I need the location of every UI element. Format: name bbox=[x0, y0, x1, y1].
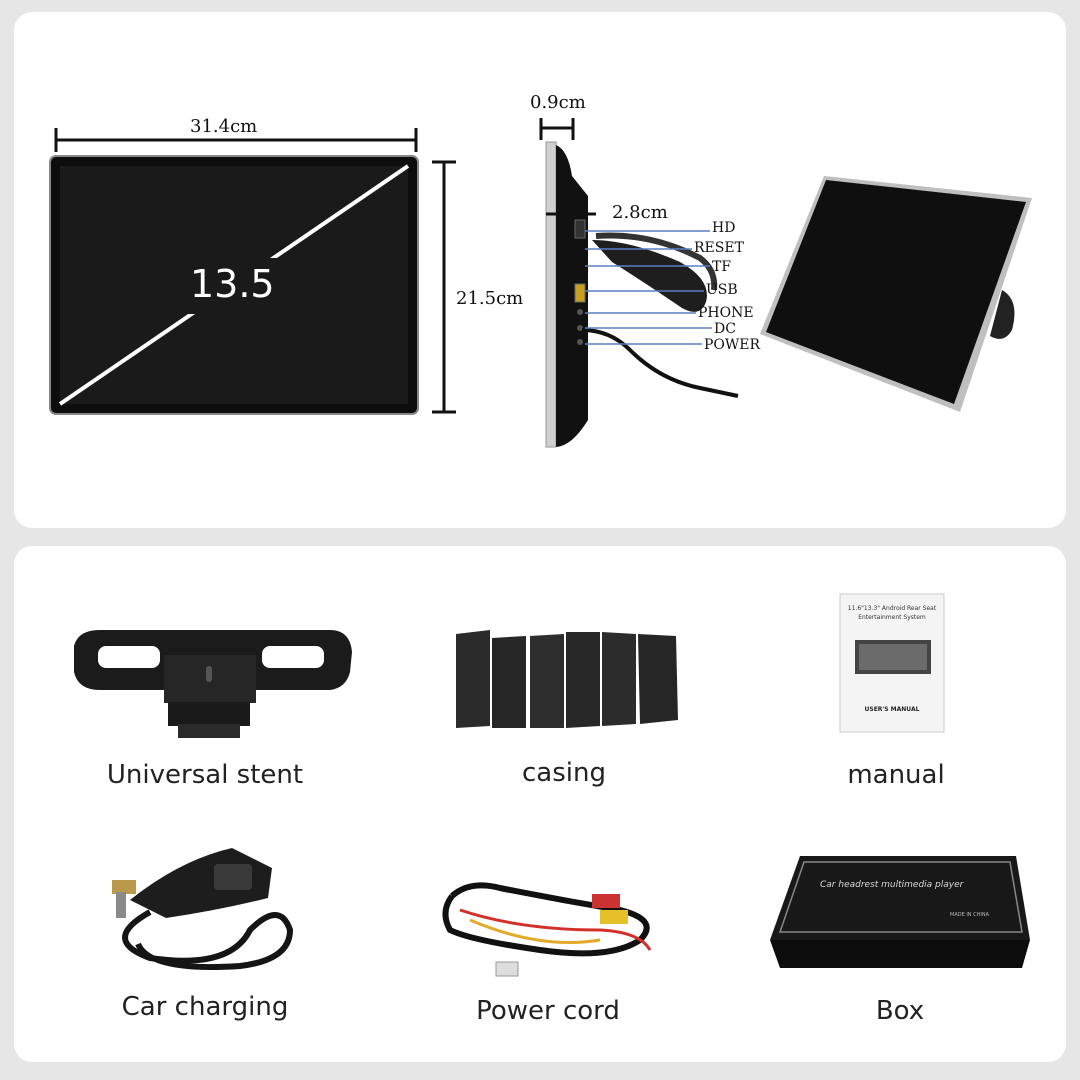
casing-image bbox=[456, 630, 678, 728]
port-label-hd: HD bbox=[712, 220, 736, 236]
caption-power-cord: Power cord bbox=[476, 996, 620, 1026]
port-label-power: POWER bbox=[704, 337, 761, 353]
box-print-origin: MADE IN CHINA bbox=[950, 912, 990, 918]
screen-size-label: 13.5 bbox=[190, 262, 275, 306]
box-print-title: Car headrest multimedia player bbox=[820, 880, 964, 890]
width-dimension-line bbox=[54, 128, 418, 152]
manual-cover-line1: 11.6"13.3" Android Rear Seat bbox=[847, 605, 937, 612]
caption-box: Box bbox=[875, 996, 925, 1026]
manual-cover-title: 11.6"13.3" Android Rear Seat Entertainme… bbox=[842, 604, 942, 622]
manual-image bbox=[839, 593, 945, 733]
caption-manual: manual bbox=[847, 760, 945, 790]
port-label-reset: RESET bbox=[694, 240, 744, 256]
caption-universal-stent: Universal stent bbox=[106, 760, 304, 790]
caption-casing: casing bbox=[522, 758, 606, 788]
side-view-screen bbox=[539, 118, 739, 448]
manual-cover-footer: USER'S MANUAL bbox=[864, 706, 920, 713]
port-label-dc: DC bbox=[714, 321, 736, 337]
universal-stent-image bbox=[74, 630, 352, 738]
port-label-usb: USB bbox=[706, 282, 738, 298]
angled-view-screen bbox=[760, 176, 1032, 412]
car-charger-image bbox=[112, 848, 294, 971]
caption-car-charging: Car charging bbox=[121, 992, 289, 1022]
width-label: 31.4cm bbox=[190, 116, 258, 137]
port-label-phone: PHONE bbox=[698, 305, 754, 321]
manual-cover-line2: Entertainment System bbox=[858, 614, 926, 621]
height-label: 21.5cm bbox=[456, 288, 524, 309]
box-image bbox=[770, 856, 1030, 968]
thickness-label: 0.9cm bbox=[530, 92, 586, 113]
mount-depth-label: 2.8cm bbox=[612, 202, 668, 223]
front-view-screen bbox=[49, 155, 419, 415]
height-dimension-line bbox=[432, 160, 456, 414]
power-cord-image bbox=[442, 882, 652, 977]
port-label-tf: TF bbox=[712, 259, 732, 275]
